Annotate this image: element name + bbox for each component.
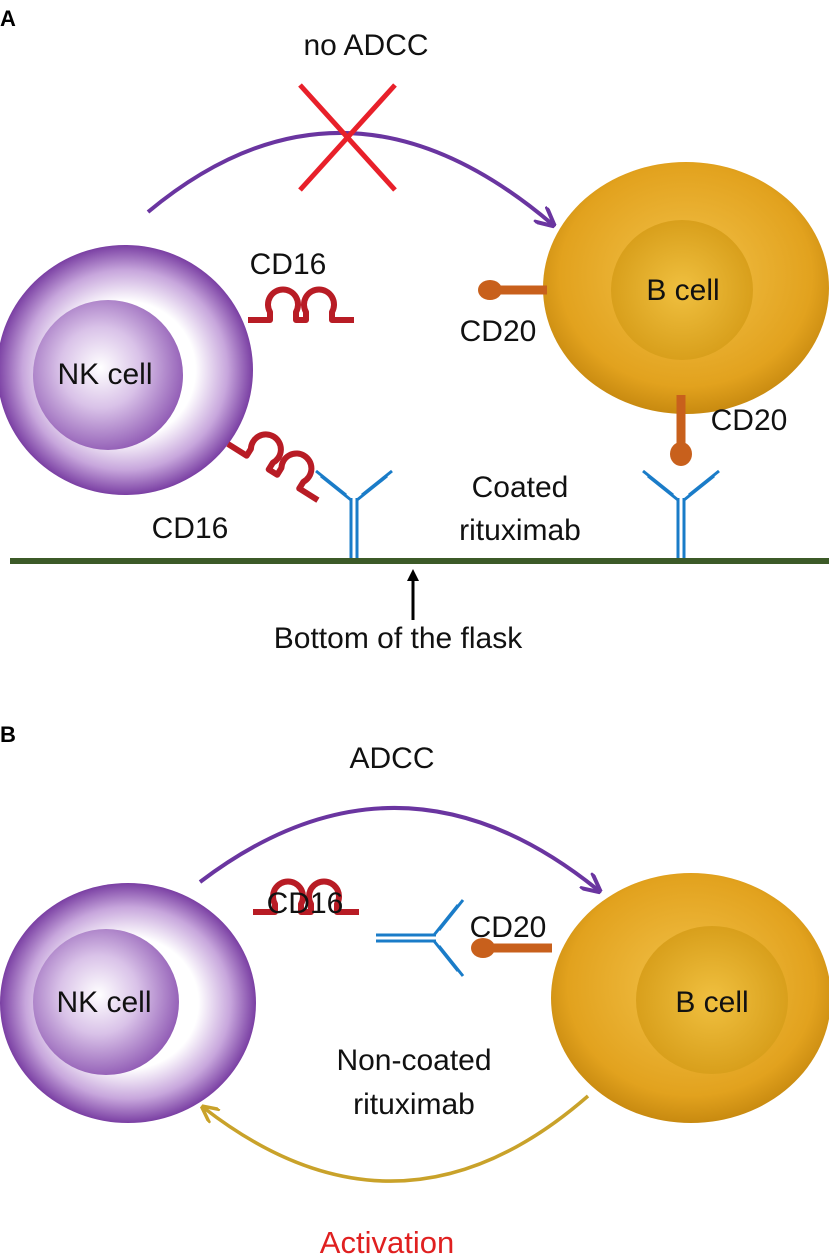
cd20-left-label: CD20 — [460, 315, 537, 348]
non-coated-antibody — [374, 898, 465, 978]
cd16-receptor-bottom — [228, 418, 334, 500]
adcc-label: ADCC — [349, 742, 434, 775]
b-cell-b-label: B cell — [675, 986, 748, 1019]
cd20-bottom-label: CD20 — [711, 404, 788, 437]
no-adcc-label: no ADCC — [303, 29, 428, 62]
cd16-label-b: CD16 — [267, 887, 344, 920]
nk-cell-a-label: NK cell — [57, 358, 152, 391]
b-cell-a-label: B cell — [646, 274, 719, 307]
non-coated-label: Non-coated — [336, 1044, 491, 1077]
panel-b: B ADCC NK cell CD16 B cell C — [0, 722, 829, 1260]
nk-cell-b: NK cell — [0, 883, 256, 1123]
no-adcc-cross-icon — [298, 83, 397, 192]
cd16-bottom-label: CD16 — [152, 512, 229, 545]
b-cell-a: B cell — [543, 162, 829, 414]
cd16-top-label: CD16 — [250, 248, 327, 281]
activation-label: Activation — [320, 1225, 454, 1260]
panel-a-letter: A — [0, 6, 16, 31]
coated-antibody-bcell — [641, 469, 721, 560]
cd20-bottom — [670, 395, 692, 466]
b-cell-b: B cell — [551, 873, 829, 1123]
cd20-b — [471, 938, 552, 958]
cd20-label-b: CD20 — [470, 911, 547, 944]
adcc-arrow-b — [198, 806, 598, 890]
rituximab-label-b: rituximab — [353, 1088, 475, 1121]
adcc-arrow-a — [146, 130, 552, 224]
coated-label: Coated — [472, 471, 569, 504]
nk-cell-a: NK cell — [0, 245, 253, 495]
rituximab-label-a: rituximab — [459, 514, 581, 547]
activation-arrow — [204, 1094, 590, 1183]
flask-bottom-label: Bottom of the flask — [274, 622, 523, 655]
cd20-left — [478, 280, 547, 300]
coated-antibody — [314, 469, 394, 560]
panel-a: A no ADCC NK cell CD16 CD16 — [0, 6, 829, 655]
panel-b-letter: B — [0, 722, 16, 747]
cd16-receptor-top — [248, 290, 354, 320]
nk-cell-b-label: NK cell — [56, 986, 151, 1019]
